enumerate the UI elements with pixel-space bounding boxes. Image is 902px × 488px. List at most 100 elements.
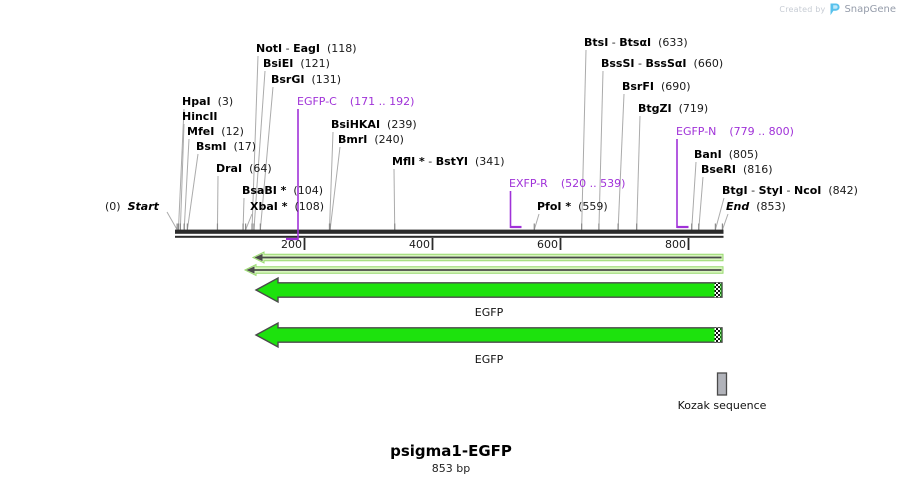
site-name: BsrGI — [271, 73, 305, 86]
site-label-Start[interactable]: (0) Start — [105, 200, 159, 213]
leader-line — [393, 168, 396, 230]
site-name: BstYI — [435, 155, 468, 168]
site-position: (121) — [300, 57, 330, 70]
leader-line — [698, 176, 704, 230]
site-name: PfoI * — [537, 200, 572, 213]
site-label-BanI[interactable]: BanI(805) — [694, 148, 758, 161]
site-name: EagI — [293, 42, 320, 55]
feature-label-kozak: Kozak sequence — [677, 399, 767, 412]
kozak-feature-box[interactable] — [716, 372, 728, 396]
site-name: HpaI — [182, 95, 211, 108]
site-name: BmrI — [338, 133, 368, 146]
feature-truncation-edge — [714, 327, 721, 343]
site-label-XbaI-[interactable]: XbaI *(108) — [250, 200, 324, 213]
site-position: (719) — [678, 102, 709, 115]
branding: Created by SnapGene — [779, 3, 896, 16]
egfp-feature-arrow[interactable] — [254, 276, 723, 304]
site-position: (131) — [311, 73, 342, 86]
leader-line — [721, 213, 729, 230]
primer-range: (779 .. 800) — [729, 125, 794, 138]
site-name: BseRI — [701, 163, 736, 176]
site-name: Start — [127, 200, 159, 213]
primer-label-EGFP-C[interactable]: EGFP-C (171 .. 192) — [297, 95, 414, 108]
site-label-BtsIBts-I[interactable]: BtsI - BtsαI(633) — [584, 36, 688, 49]
site-label-HincII[interactable]: HincII — [182, 110, 218, 123]
primer-label-EGFP-N[interactable]: EGFP-N (779 .. 800) — [676, 125, 794, 138]
site-name: BsmI — [196, 140, 227, 153]
ruler-tick-label: 800 — [665, 238, 686, 251]
site-name-separator: - — [424, 155, 436, 168]
site-position: (805) — [728, 148, 759, 161]
site-name: NotI — [256, 42, 283, 55]
site-label-BsiHKAI[interactable]: BsiHKAI (239) — [331, 118, 417, 131]
primer-name: EGFP-N — [676, 125, 717, 138]
site-label-PfoI-[interactable]: PfoI * (559) — [537, 200, 608, 213]
sequence-title: psigma1-EGFP — [390, 442, 512, 460]
site-position: (341) — [475, 155, 505, 168]
site-label-End[interactable]: End (853) — [726, 200, 786, 213]
primer-label-EXFP-R[interactable]: EXFP-R(520 .. 539) — [509, 177, 625, 190]
leader-line — [179, 123, 185, 230]
site-position: (64) — [249, 162, 272, 175]
site-position: (12) — [221, 125, 244, 138]
leader-line — [691, 161, 697, 230]
site-label-HpaI[interactable]: HpaI(3) — [182, 95, 233, 108]
site-label-BsmI[interactable]: BsmI(17) — [196, 140, 256, 153]
leader-line — [183, 138, 190, 230]
leader-line — [245, 213, 253, 230]
site-name-separator: - — [282, 42, 294, 55]
site-name: StyI — [758, 184, 784, 197]
site-position: (559) — [578, 200, 608, 213]
site-position: (118) — [327, 42, 357, 55]
site-name: BtgZI — [638, 102, 672, 115]
site-label-BtgIStyINcoI[interactable]: BtgI - StyI - NcoI(842) — [722, 184, 858, 197]
leader-line — [598, 70, 604, 230]
site-position: (816) — [742, 163, 773, 176]
leader-line — [259, 86, 274, 230]
feature-label-egfp[interactable]: EGFP — [474, 353, 504, 366]
site-name: MflI * — [392, 155, 425, 168]
site-name: NcoI — [794, 184, 822, 197]
orf-frame-arrowhead — [254, 253, 263, 262]
site-position: (842) — [828, 184, 858, 197]
site-position: (853) — [756, 200, 786, 213]
egfp-feature-arrow[interactable] — [254, 321, 723, 349]
site-label-BsrFI[interactable]: BsrFI(690) — [622, 80, 691, 93]
site-name-separator: - — [747, 184, 759, 197]
orf-frame-arrowhead — [246, 266, 255, 274]
site-label-BsiEI[interactable]: BsiEI(121) — [263, 57, 330, 70]
site-name: End — [726, 200, 750, 213]
site-label-MflI-BstYI[interactable]: MflI * - BstYI (341) — [392, 155, 505, 168]
leader-line — [714, 197, 725, 230]
site-label-BseRI[interactable]: BseRI (816) — [701, 163, 773, 176]
leader-line — [617, 93, 625, 230]
primer-name: EGFP-C — [297, 95, 337, 108]
site-name: BtsαI — [619, 36, 652, 49]
site-label-BssSIBssS-I[interactable]: BssSI - BssSαI(660) — [601, 57, 723, 70]
site-label-NotIEagI[interactable]: NotI - EagI (118) — [256, 42, 357, 55]
site-name: BsrFI — [622, 80, 654, 93]
primer-range: (171 .. 192) — [349, 95, 415, 108]
site-label-BmrI[interactable]: BmrI(240) — [338, 133, 404, 146]
primer-name: EXFP-R — [509, 177, 548, 190]
site-name-separator: - — [783, 184, 794, 197]
feature-label-egfp[interactable]: EGFP — [474, 306, 504, 319]
site-position: (633) — [658, 36, 688, 49]
site-name: BssSαI — [645, 57, 687, 70]
sequence-length: 853 bp — [431, 462, 471, 475]
site-name: HincII — [182, 110, 218, 123]
site-label-DraI[interactable]: DraI(64) — [216, 162, 272, 175]
site-position: (239) — [387, 118, 417, 131]
site-label-BsrGI[interactable]: BsrGI (131) — [271, 73, 341, 86]
leader-line — [253, 70, 266, 230]
site-position-prefix: (0) — [105, 200, 121, 213]
site-label-MfeI[interactable]: MfeI(12) — [187, 125, 244, 138]
site-label-BsaBI-[interactable]: BsaBI *(104) — [242, 184, 323, 197]
leader-line — [216, 175, 219, 230]
site-label-BtgZI[interactable]: BtgZI (719) — [638, 102, 708, 115]
ruler-tick-label: 400 — [409, 238, 430, 251]
site-name: BsiHKAI — [331, 118, 381, 131]
